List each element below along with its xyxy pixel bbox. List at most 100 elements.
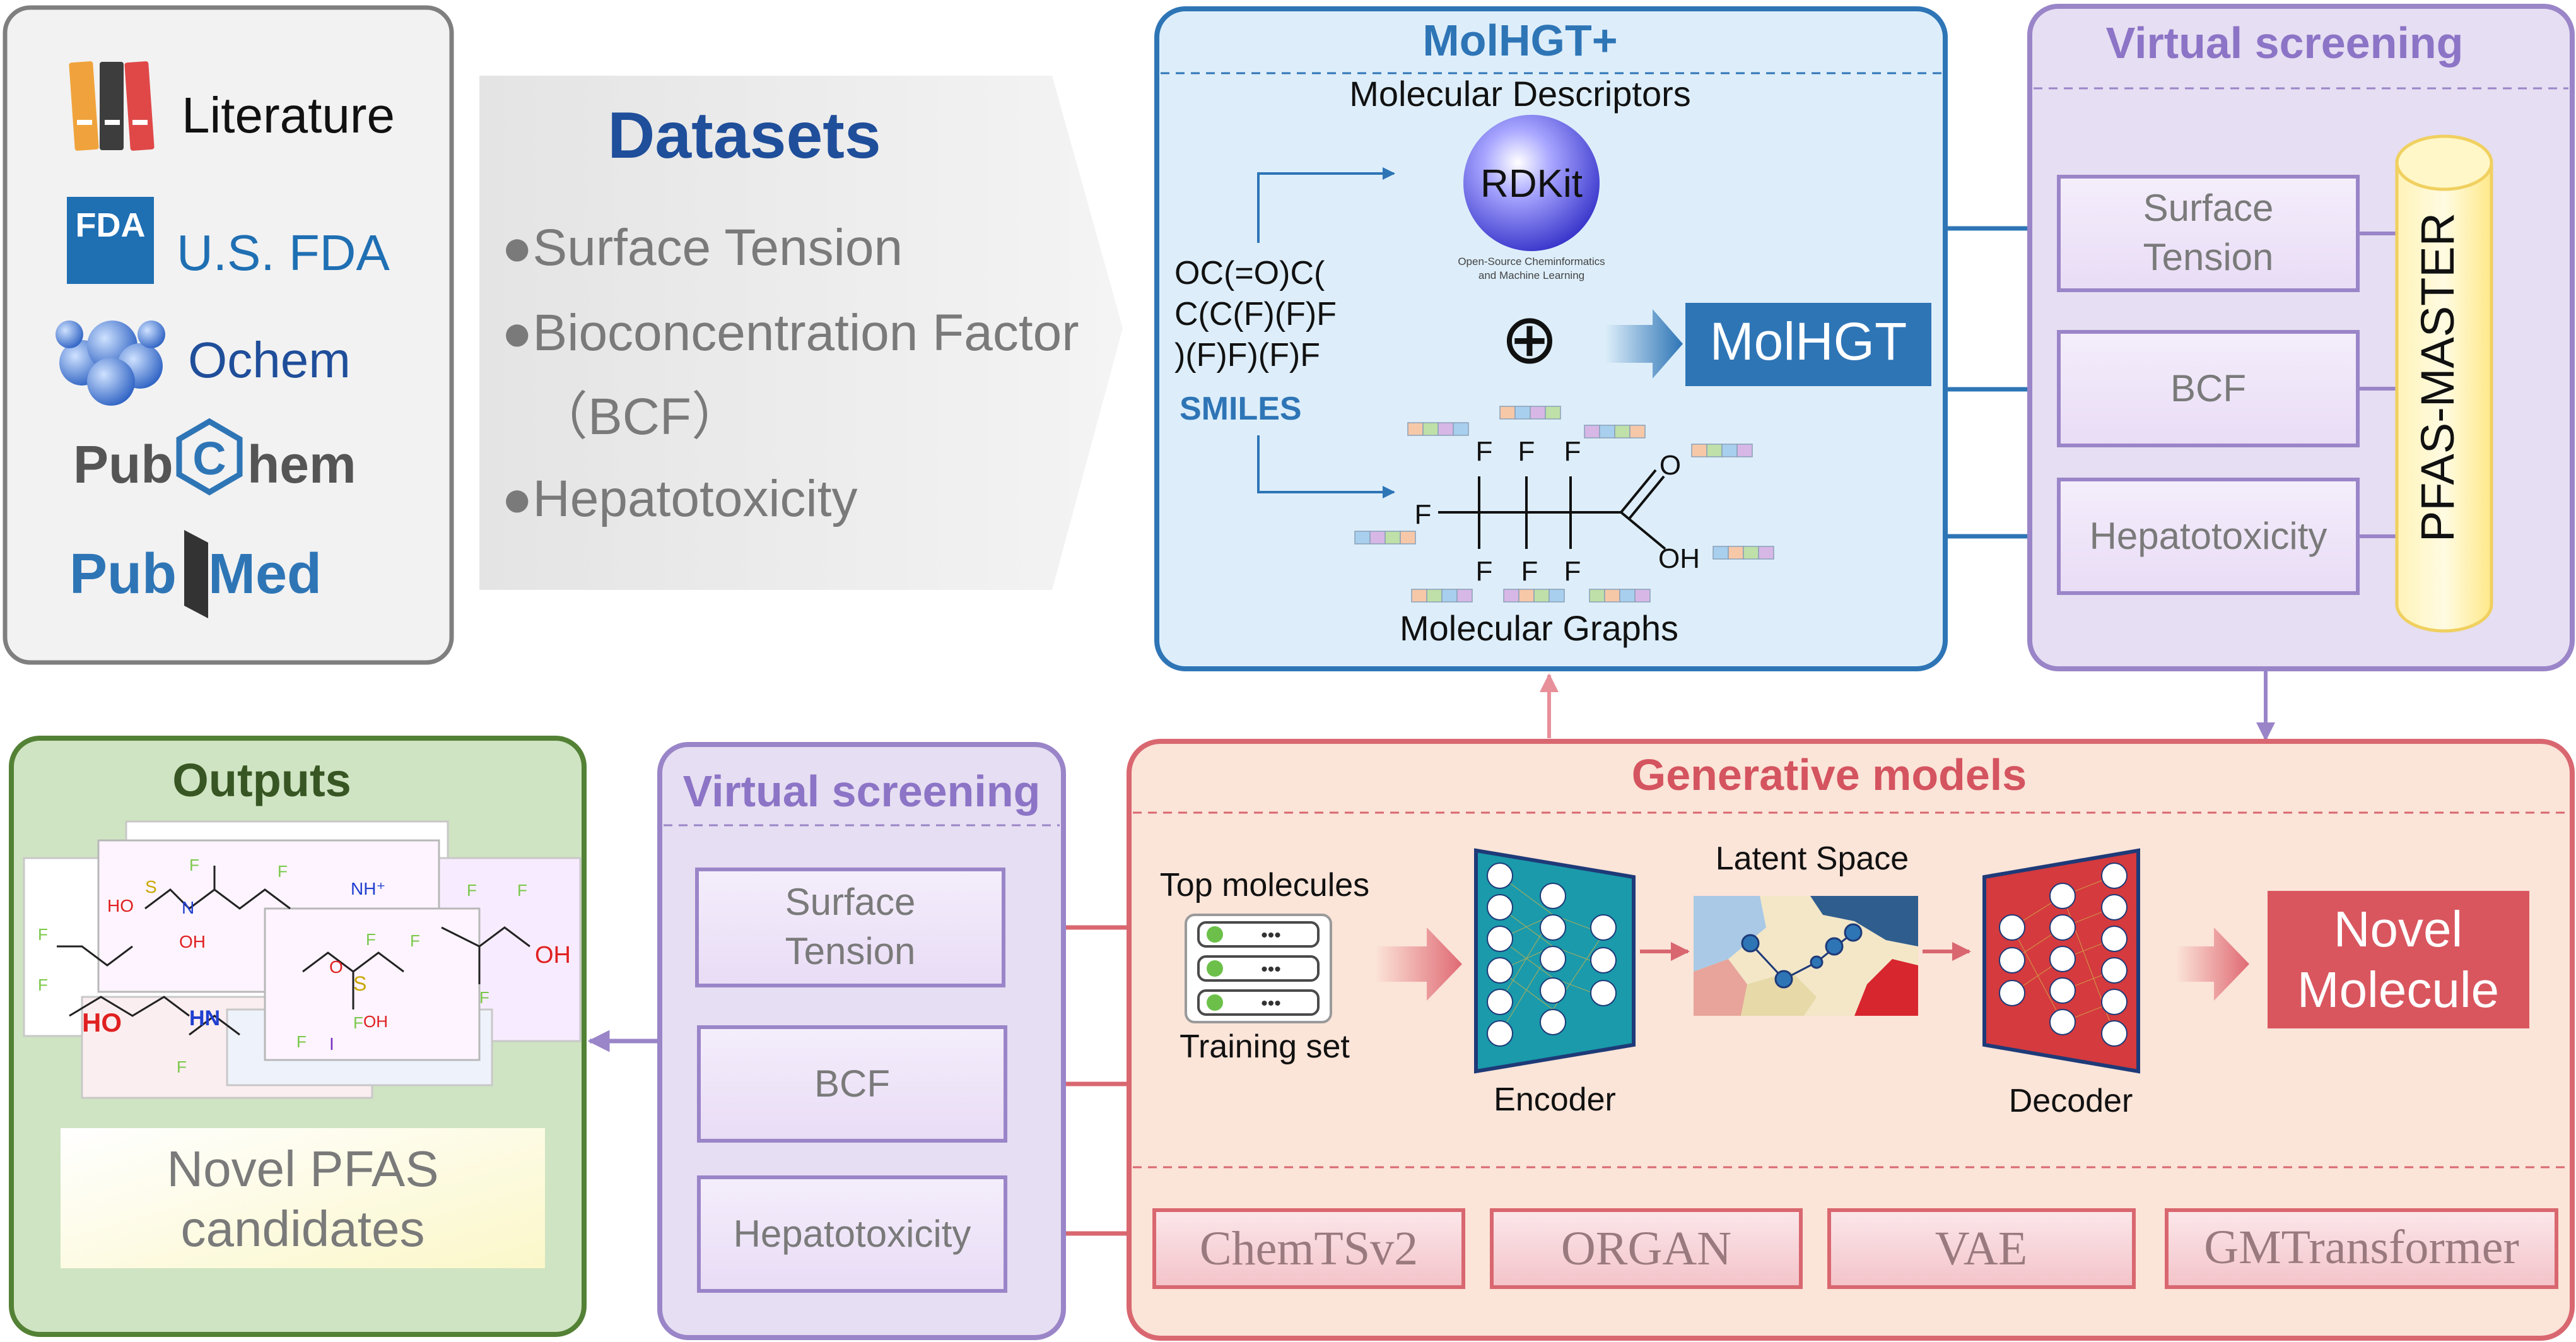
literature-label: Literature — [182, 87, 395, 143]
molhgt-model-box — [1685, 303, 1931, 386]
svg-text:F: F — [38, 925, 48, 944]
svg-text:Surface: Surface — [785, 881, 916, 923]
generative-title: Generative models — [1632, 750, 2027, 799]
svg-text:Pub: Pub — [69, 543, 177, 606]
svg-text:F: F — [1476, 556, 1493, 587]
latent-space-label: Latent Space — [1716, 840, 1909, 877]
svg-text:F: F — [517, 881, 527, 900]
pubchem-hexagon-icon — [176, 418, 243, 496]
smiles-line-2: C(C(F)(F)F — [1174, 296, 1337, 333]
bottom-prop-box-surface-tension — [695, 868, 1005, 987]
direct-sum-symbol: ⊕ — [1501, 300, 1559, 378]
novel-molecule-line1: Novel — [2334, 901, 2463, 957]
svg-text:S: S — [353, 972, 366, 995]
decoder-label: Decoder — [2009, 1083, 2133, 1119]
svg-text:hem: hem — [247, 435, 356, 494]
svg-text:•••: ••• — [1261, 959, 1281, 980]
bottom-prop-surface-tension-line2: Tension — [785, 930, 916, 972]
generative-models-panel: Generative models Top molecules ••• ••• … — [1127, 739, 2575, 1341]
model-box-chemtsv2 — [1152, 1208, 1465, 1289]
molecule-structure-lines — [57, 866, 530, 1036]
top-prop-surface-tension-line2: Tension — [2143, 236, 2274, 278]
svg-text:O: O — [329, 957, 343, 977]
svg-text:N: N — [182, 898, 194, 917]
svg-text:C: C — [192, 432, 226, 485]
outputs-title: Outputs — [172, 754, 351, 806]
smiles-line-3: )(F)F)(F)F — [1174, 337, 1320, 374]
model-chemtsv2: ChemTSv2 — [1200, 1222, 1418, 1275]
svg-text:F: F — [1521, 556, 1538, 587]
svg-text:F: F — [177, 1057, 187, 1076]
pubmed-logo: Pub Med — [69, 530, 322, 618]
datasets-title: Datasets — [607, 99, 881, 172]
fda-label: U.S. FDA — [177, 225, 390, 281]
svg-text:F: F — [1564, 556, 1581, 587]
novel-molecule-line2: Molecule — [2297, 962, 2499, 1018]
virtual-screening-top-panel: Virtual screening Surface Tension BCF He… — [2027, 4, 2575, 671]
sources-panel: Literature FDA U.S. FDA Ochem Pub C hem … — [3, 5, 454, 665]
virtual-screening-bottom-title: Virtual screening — [683, 767, 1041, 816]
check-icon — [1207, 960, 1223, 977]
outputs-panel: Outputs F F F — [9, 736, 587, 1337]
datasets-panel: Datasets ●Surface Tension ●Bioconcentrat… — [479, 76, 1123, 590]
molecular-graph: F F F F F F F O OH — [1415, 436, 1700, 587]
svg-text:F: F — [189, 856, 199, 874]
top-prop-hepatotoxicity: Hepatotoxicity — [2090, 515, 2327, 557]
literature-icon — [69, 61, 155, 151]
svg-text:OH: OH — [1658, 543, 1700, 574]
dataset-item-hepatotoxicity: ●Hepatotoxicity — [501, 470, 858, 527]
svg-text:HN: HN — [189, 1006, 220, 1030]
to-encoder-arrow — [1375, 927, 1462, 1001]
svg-text:F: F — [1564, 436, 1581, 467]
fda-logo-icon: FDA — [67, 197, 154, 284]
svg-text:OH: OH — [363, 1012, 388, 1031]
svg-text:F: F — [410, 931, 420, 950]
graphs-label: Molecular Graphs — [1400, 608, 1678, 648]
svg-text:F: F — [479, 988, 489, 1007]
pubchem-logo: Pub C hem — [73, 418, 356, 496]
model-box-gmtransformer — [2165, 1208, 2558, 1289]
svg-text:F: F — [366, 930, 376, 949]
svg-text:Surface: Surface — [2143, 187, 2274, 229]
model-organ: ORGAN — [1561, 1222, 1731, 1275]
branch-arrows — [1257, 167, 1395, 498]
descriptors-label: Molecular Descriptors — [1349, 74, 1691, 114]
svg-text:RDKit: RDKit — [1480, 162, 1583, 206]
fda-logo-text: FDA — [76, 206, 146, 244]
model-list: ChemTSv2 ORGAN VAE GMTransformer — [1152, 1208, 2558, 1289]
check-icon — [1207, 926, 1223, 943]
novel-pfas-candidates-line1: Novel PFAS — [167, 1141, 438, 1197]
novel-pfas-candidates-line2: candidates — [181, 1201, 425, 1257]
encoder-network — [1474, 848, 1636, 1074]
svg-text:O: O — [1660, 450, 1681, 481]
svg-text:F: F — [296, 1032, 307, 1051]
to-novel-molecule-arrow — [2176, 927, 2249, 1001]
svg-text:F: F — [353, 1013, 363, 1032]
svg-text:and Machine Learning: and Machine Learning — [1478, 269, 1584, 281]
smiles-line-1: OC(=O)C( — [1174, 255, 1325, 291]
dataset-item-bcf-abbrev: （BCF） — [536, 388, 743, 445]
smiles-label: SMILES — [1180, 391, 1302, 427]
molhgt-title: MolHGT+ — [1422, 16, 1617, 65]
svg-text:OH: OH — [179, 932, 206, 951]
molecule-cards-stack: F F F F F F F F F F F F HO S N OH NH⁺ HO… — [23, 820, 582, 1099]
svg-text:I: I — [329, 1034, 334, 1054]
top-molecules-label: Top molecules — [1160, 867, 1369, 903]
svg-text:Open-Source Cheminformatics: Open-Source Cheminformatics — [1458, 256, 1605, 268]
model-gmtransformer: GMTransformer — [2204, 1221, 2519, 1274]
svg-text:F: F — [278, 862, 288, 881]
svg-text:F: F — [1415, 499, 1432, 530]
pubmed-book-icon — [184, 530, 208, 618]
svg-text:Pub: Pub — [73, 435, 173, 494]
svg-text:HO: HO — [107, 896, 134, 915]
virtual-screening-top-title: Virtual screening — [2106, 18, 2464, 68]
to-molhgt-arrow — [1605, 309, 1683, 379]
latent-space-map — [1694, 896, 1918, 1016]
dataset-item-surface-tension: ●Surface Tension — [501, 219, 903, 276]
svg-text:OH: OH — [535, 942, 571, 968]
novel-molecule-box — [2268, 891, 2529, 1028]
model-vae: VAE — [1935, 1222, 2027, 1275]
svg-text:F: F — [1518, 436, 1535, 467]
top-prop-bcf: BCF — [2170, 367, 2246, 409]
